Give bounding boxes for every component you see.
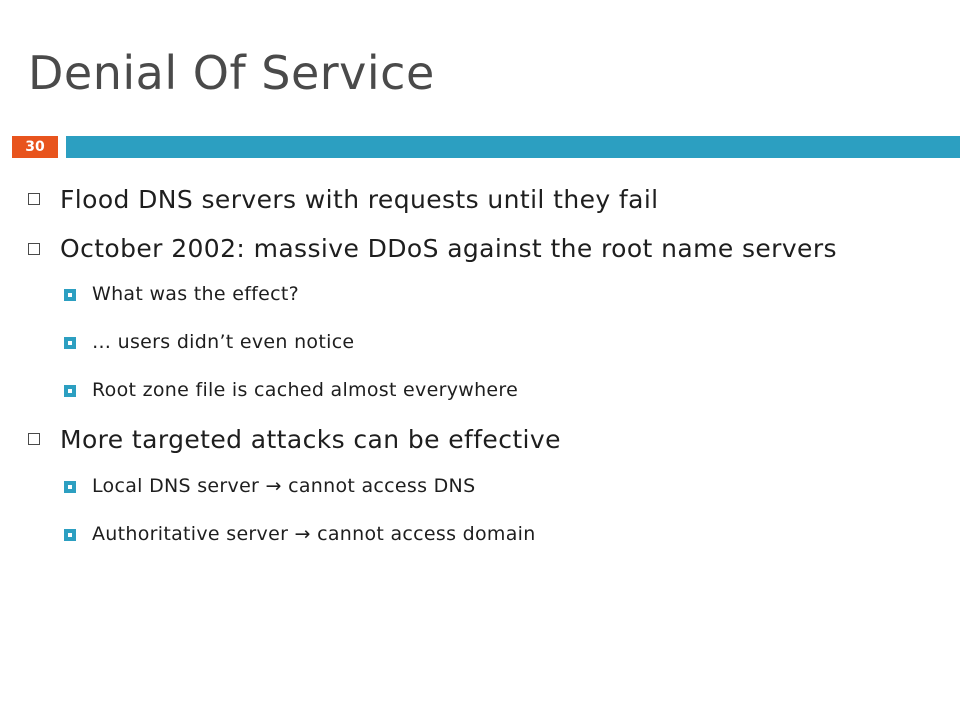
sub-bullet-item: Authoritative server → cannot access dom… bbox=[64, 510, 928, 558]
square-bullet-icon bbox=[28, 433, 40, 445]
slide-number-badge: 30 bbox=[12, 136, 58, 158]
filled-square-bullet-icon bbox=[64, 481, 76, 493]
bullet-list: Flood DNS servers with requests until th… bbox=[28, 178, 928, 558]
sub-bullet-item: … users didn’t even notice bbox=[64, 318, 928, 366]
filled-square-bullet-icon bbox=[64, 337, 76, 349]
sub-bullet-text: What was the effect? bbox=[92, 283, 300, 305]
sub-bullet-item: What was the effect? bbox=[64, 270, 928, 318]
bullet-text: Flood DNS servers with requests until th… bbox=[60, 185, 659, 214]
filled-square-bullet-icon bbox=[64, 529, 76, 541]
sub-bullet-text: … users didn’t even notice bbox=[92, 331, 355, 353]
title-accent-bar bbox=[66, 136, 960, 158]
square-bullet-icon bbox=[28, 243, 40, 255]
bullet-item: Flood DNS servers with requests until th… bbox=[28, 178, 928, 222]
sub-bullet-text: Authoritative server → cannot access dom… bbox=[92, 523, 536, 545]
filled-square-bullet-icon bbox=[64, 385, 76, 397]
slide-title: Denial Of Service bbox=[28, 46, 435, 100]
sub-bullet-item: Root zone file is cached almost everywhe… bbox=[64, 366, 928, 414]
sub-bullet-text: Local DNS server → cannot access DNS bbox=[92, 475, 476, 497]
bullet-text: More targeted attacks can be effective bbox=[60, 425, 561, 454]
filled-square-bullet-icon bbox=[64, 289, 76, 301]
bullet-text: October 2002: massive DDoS against the r… bbox=[60, 234, 837, 263]
sub-bullet-item: Local DNS server → cannot access DNS bbox=[64, 462, 928, 510]
bullet-item: October 2002: massive DDoS against the r… bbox=[28, 228, 928, 270]
square-bullet-icon bbox=[28, 193, 40, 205]
sub-bullet-text: Root zone file is cached almost everywhe… bbox=[92, 379, 519, 401]
bullet-item: More targeted attacks can be effective bbox=[28, 418, 928, 462]
